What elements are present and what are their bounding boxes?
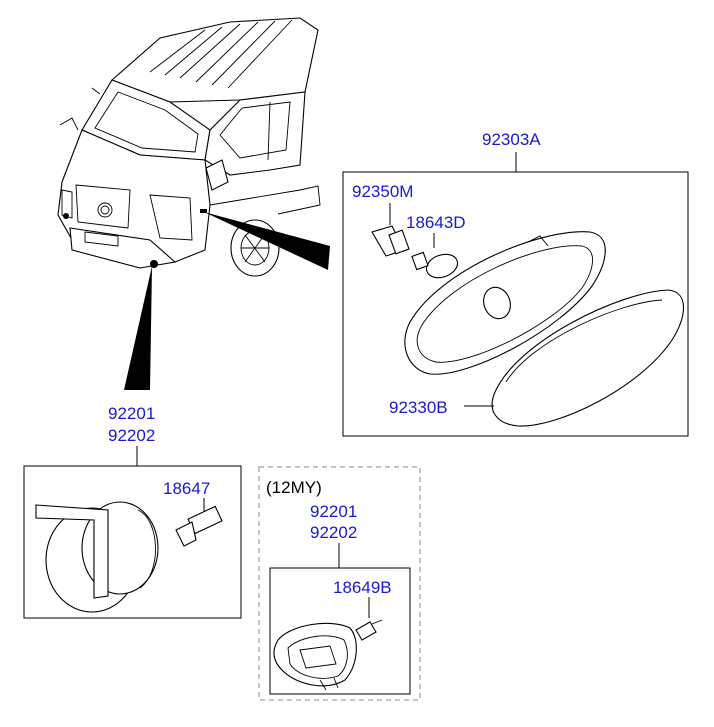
leader-wedge-side [204, 212, 330, 270]
label-92201-12my[interactable]: 92201 [310, 502, 357, 521]
variant-12my-box [258, 466, 421, 701]
bulb [411, 251, 459, 279]
label-18649b[interactable]: 18649B [333, 578, 392, 597]
fog-bulb [175, 505, 223, 547]
label-92201[interactable]: 92201 [108, 404, 155, 423]
lamp-housing [404, 231, 606, 375]
leader-wedge-fog [124, 266, 152, 390]
lamp-lens [491, 289, 684, 427]
vehicle-illustration [57, 17, 321, 277]
fog-lamp-12my [273, 622, 357, 691]
fog-lamp [35, 501, 159, 613]
label-18643d[interactable]: 18643D [406, 213, 466, 232]
variant-note-12my: (12MY) [266, 478, 322, 497]
label-92202[interactable]: 92202 [108, 426, 155, 445]
side-lamp-box [342, 152, 689, 437]
label-92350m[interactable]: 92350M [352, 182, 413, 201]
label-92202-12my[interactable]: 92202 [310, 523, 357, 542]
label-92330b[interactable]: 92330B [389, 398, 448, 417]
bulb-socket [371, 225, 410, 257]
label-92303a[interactable]: 92303A [482, 130, 541, 149]
label-18647[interactable]: 18647 [163, 479, 210, 498]
fog-bulb-12my [355, 619, 383, 641]
fog-lamp-box [23, 446, 242, 619]
